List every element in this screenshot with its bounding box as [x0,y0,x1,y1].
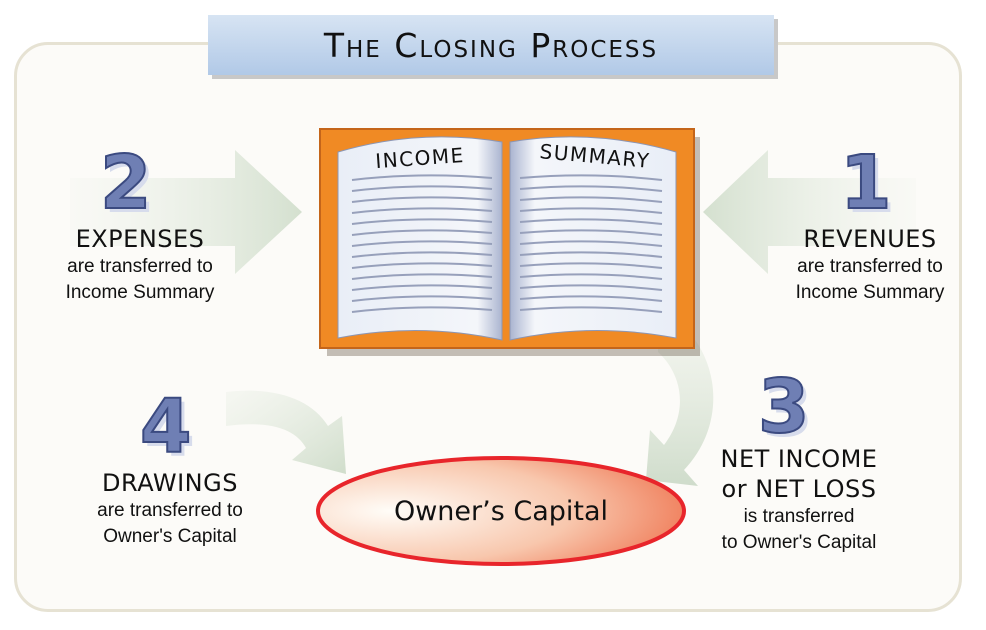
arrow-expenses [70,150,302,274]
step-3-line1: is transferred [743,506,855,527]
book-ruled-line [519,284,663,291]
book-ruled-line [519,273,663,280]
title-box: The Closing Process [208,15,774,75]
book-ruled-line [351,251,493,258]
book-ruled-line [519,262,663,269]
book-ruled-line [519,207,663,214]
step-2-text: EXPENSES are transferred to Income Summa… [40,224,240,306]
book-ruled-line [519,185,663,192]
book-ruled-line [519,174,663,181]
step-3-heading: NET INCOME [720,445,878,473]
step-4-line1: are transferred to [97,500,243,521]
step-3-text: NET INCOME or NET LOSS is transferred to… [684,444,914,556]
diagram-title: The Closing Process [323,25,659,65]
step-1-line1: are transferred to [797,256,943,277]
book-ruled-line [351,273,493,280]
income-summary-book [319,128,700,356]
owners-capital-ellipse [316,456,686,566]
step-1-text: REVENUES are transferred to Income Summa… [770,224,970,306]
book-ruled-line [351,218,493,225]
arrow-revenues [703,150,916,274]
step-1-line2: Income Summary [795,282,945,303]
book-ruled-line [351,262,493,269]
step-4-line2: Owner's Capital [103,526,237,547]
step-2-line1: are transferred to [67,256,213,277]
step-3-number: 3 [757,364,810,450]
step-1-heading: REVENUES [803,225,937,253]
book-ruled-line [351,306,493,313]
arrow-net-income [646,333,714,486]
book-ruled-line [519,218,663,225]
step-2-number: 2 [99,140,152,226]
book-ruled-line [519,196,663,203]
step-1-number: 1 [839,140,892,226]
step-4-number: 4 [139,384,192,470]
step-4-heading: DRAWINGS [102,469,238,497]
book-ruled-line [351,240,493,247]
book-ruled-line [351,196,493,203]
book-ruled-line [351,185,493,192]
book-ruled-line [351,174,493,181]
book-ruled-line [351,284,493,291]
book-ruled-line [519,306,663,313]
book-ruled-line [519,229,663,236]
step-3-line2: to Owner's Capital [721,532,877,553]
step-2-heading: EXPENSES [75,225,205,253]
book-ruled-line [519,251,663,258]
book-ruled-line [351,295,493,302]
step-2-line2: Income Summary [65,282,215,303]
book-ruled-line [351,229,493,236]
book-ruled-line [351,207,493,214]
arrow-drawings [226,390,346,474]
book-ruled-line [519,240,663,247]
step-3-heading2: or NET LOSS [721,475,877,503]
owners-capital-label: Owner’s Capital [393,495,609,527]
book-ruled-line [519,295,663,302]
step-4-text: DRAWINGS are transferred to Owner's Capi… [55,468,285,550]
